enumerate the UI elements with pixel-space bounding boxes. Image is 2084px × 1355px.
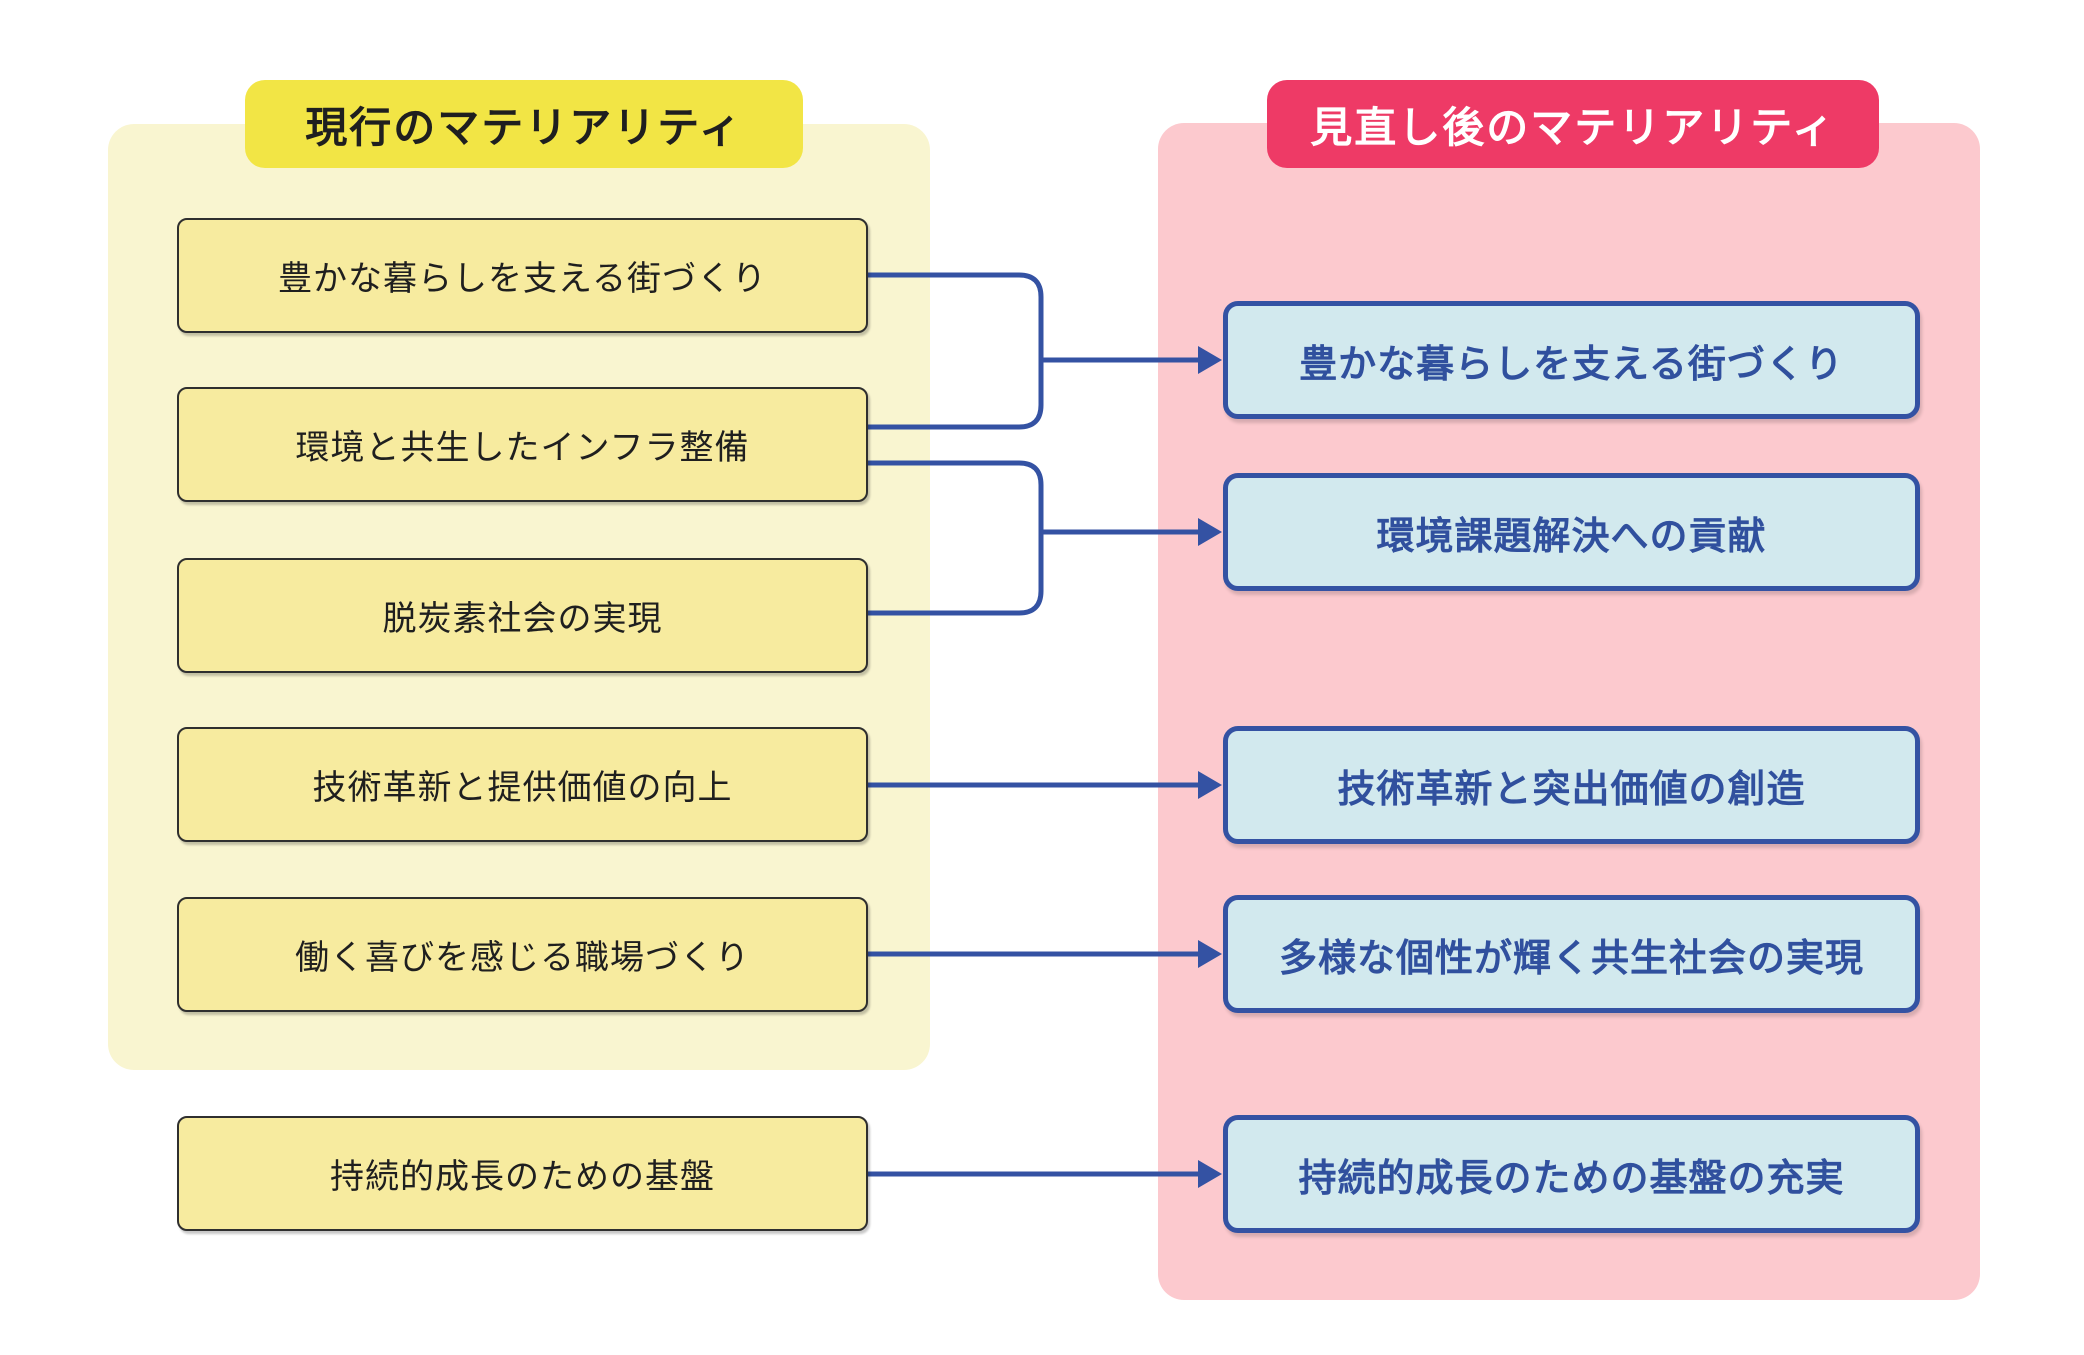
- current-materiality-item-6: 持続的成長のための基盤: [177, 1116, 868, 1231]
- current-materiality-item-1: 豊かな暮らしを支える街づくり: [177, 218, 868, 333]
- revised-materiality-item-3: 技術革新と突出価値の創造: [1223, 726, 1920, 844]
- current-materiality-title-label: 現行のマテリアリティ: [305, 103, 743, 151]
- current-materiality-item-2-label: 環境と共生したインフラ整備: [295, 429, 750, 467]
- revised-materiality-item-5-label: 持続的成長のための基盤の充実: [1298, 1157, 1845, 1200]
- current-materiality-item-4: 技術革新と提供価値の向上: [177, 727, 868, 842]
- current-materiality-item-3-label: 脱炭素社会の実現: [382, 600, 663, 638]
- current-materiality-item-5-label: 働く喜びを感じる職場づくり: [295, 939, 750, 977]
- revised-materiality-item-2: 環境課題解決への貢献: [1223, 473, 1920, 591]
- revised-materiality-item-3-label: 技術革新と突出価値の創造: [1337, 768, 1806, 811]
- current-materiality-item-6-label: 持続的成長のための基盤: [330, 1158, 715, 1196]
- revised-materiality-item-4: 多様な個性が輝く共生社会の実現: [1223, 895, 1920, 1013]
- revised-materiality-item-4-label: 多様な個性が輝く共生社会の実現: [1278, 937, 1864, 980]
- revised-materiality-title: 見直し後のマテリアリティ: [1267, 80, 1879, 168]
- revised-materiality-item-2-label: 環境課題解決への貢献: [1376, 515, 1767, 558]
- revised-materiality-item-1-label: 豊かな暮らしを支える街づくり: [1299, 343, 1844, 386]
- current-materiality-item-5: 働く喜びを感じる職場づくり: [177, 897, 868, 1012]
- current-materiality-item-2: 環境と共生したインフラ整備: [177, 387, 868, 502]
- current-materiality-item-4-label: 技術革新と提供価値の向上: [312, 769, 733, 807]
- revised-materiality-item-1: 豊かな暮らしを支える街づくり: [1223, 301, 1920, 419]
- current-materiality-title: 現行のマテリアリティ: [245, 80, 803, 168]
- current-materiality-item-3: 脱炭素社会の実現: [177, 558, 868, 673]
- revised-materiality-title-label: 見直し後のマテリアリティ: [1310, 103, 1836, 151]
- revised-materiality-item-5: 持続的成長のための基盤の充実: [1223, 1115, 1920, 1233]
- current-materiality-item-1-label: 豊かな暮らしを支える街づくり: [278, 260, 767, 298]
